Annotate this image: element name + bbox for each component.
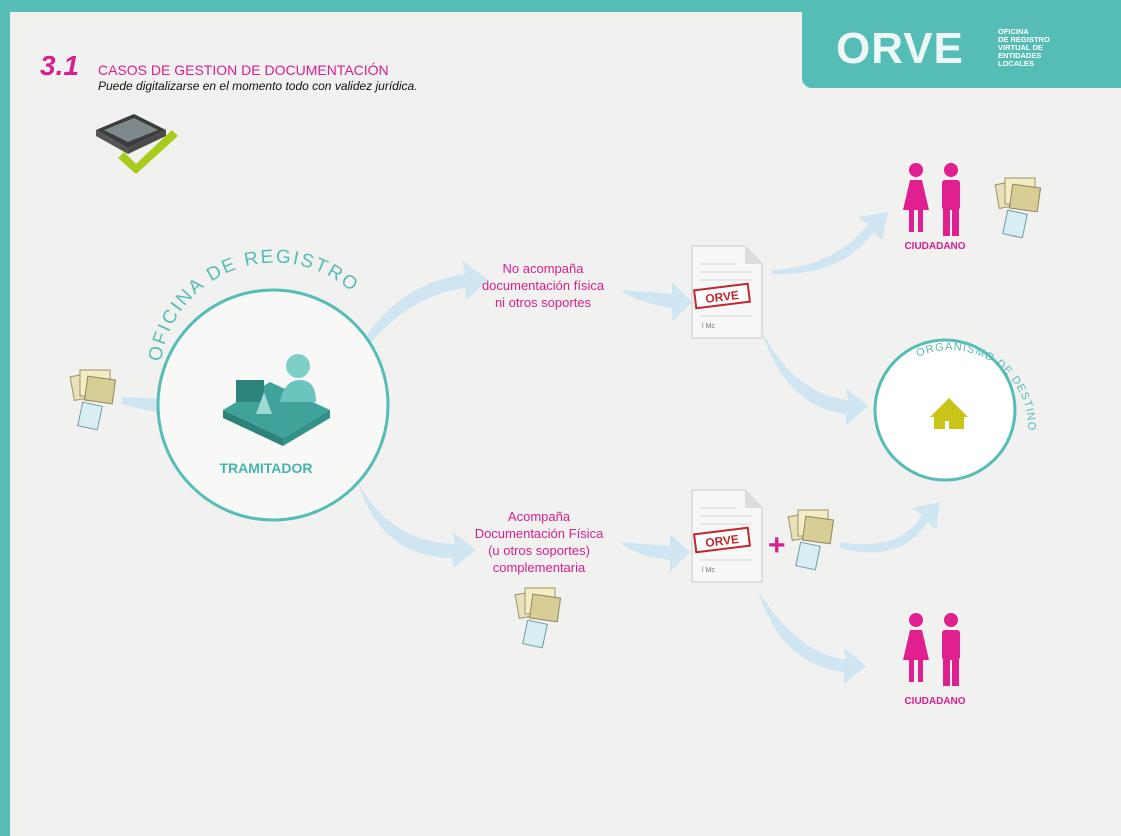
logo-tagline-line: LOCALES <box>998 59 1034 68</box>
orve-logo-tagline: OFICINA DE REGISTRO VIRTUAL DE ENTIDADES… <box>998 28 1108 68</box>
arrow-text-to-doc-bottom <box>620 534 690 572</box>
logo-tagline-line: ENTIDADES <box>998 51 1042 60</box>
tramitador-label: TRAMITADOR <box>219 460 313 476</box>
diagram-graphics: OFICINA DE REGISTRO ORGANISMO DE DESTINO <box>69 114 1042 686</box>
arrow-office-to-no-physical <box>345 260 488 378</box>
paper-bundle-with-stamped-doc-icon <box>787 509 835 571</box>
citizen-label-top: CIUDADANO <box>904 241 966 252</box>
paper-bundle-below-text-icon <box>514 587 562 649</box>
paper-bundle-citizen-top-icon <box>994 177 1042 239</box>
no-physical-doc-line: ni otros soportes <box>494 295 592 310</box>
scanner-check-icon <box>96 114 178 174</box>
citizens-top-icon <box>903 163 960 236</box>
arrow-doc-to-citizen-top <box>772 212 888 275</box>
logo-tagline-line: VIRTUAL DE <box>998 43 1043 52</box>
orve-logo-wordmark: ORVE <box>836 24 964 73</box>
with-physical-doc-line: Acompaña <box>507 509 571 524</box>
arrow-doc-to-citizen-bottom <box>758 590 866 684</box>
no-physical-doc-line: documentación física <box>481 278 605 293</box>
plus-sign: + <box>768 529 786 562</box>
svg-text:l Mc: l Mc <box>702 567 715 574</box>
svg-text:ORVE: ORVE <box>704 532 739 550</box>
tramitador-icon <box>223 354 330 446</box>
diagram-sheet: OFICINA DE REGISTRO ORGANISMO DE DESTINO <box>10 12 1121 836</box>
arrow-office-to-with-physical <box>358 482 476 568</box>
arrow-text-to-doc-top <box>620 282 692 322</box>
citizen-label-bottom: CIUDADANO <box>904 696 966 707</box>
svg-text:ORVE: ORVE <box>704 288 739 306</box>
logo-tagline-line: OFICINA <box>998 27 1029 36</box>
with-physical-doc-line: Documentación Física <box>474 526 604 541</box>
paper-bundle-input-icon <box>69 369 117 431</box>
citizens-bottom-icon <box>903 613 960 686</box>
arrow-bundle-to-destination <box>840 502 940 553</box>
orve-logo-panel: ORVE OFICINA DE REGISTRO VIRTUAL DE ENTI… <box>802 12 1121 88</box>
section-number: 3.1 <box>40 50 79 81</box>
logo-tagline-line: DE REGISTRO <box>998 35 1050 44</box>
with-physical-doc-line: (u otros soportes) <box>488 543 590 558</box>
with-physical-doc-line: complementaria <box>492 560 586 575</box>
svg-text:l Mc: l Mc <box>702 323 715 330</box>
no-physical-doc-line: No acompaña <box>502 261 584 276</box>
arrow-doc-to-destination <box>762 332 868 426</box>
no-physical-doc-text: No acompaña documentación física ni otro… <box>468 260 618 311</box>
section-title: CASOS DE GESTION DE DOCUMENTACIÓN <box>98 62 389 78</box>
with-physical-doc-text: Acompaña Documentación Física (u otros s… <box>464 508 614 576</box>
stamped-document-top-icon: ORVE l Mc <box>691 245 763 339</box>
house-icon <box>930 398 968 437</box>
section-subtitle: Puede digitalizarse en el momento todo c… <box>98 79 418 93</box>
stamped-document-bottom-icon: ORVE l Mc <box>691 489 763 583</box>
